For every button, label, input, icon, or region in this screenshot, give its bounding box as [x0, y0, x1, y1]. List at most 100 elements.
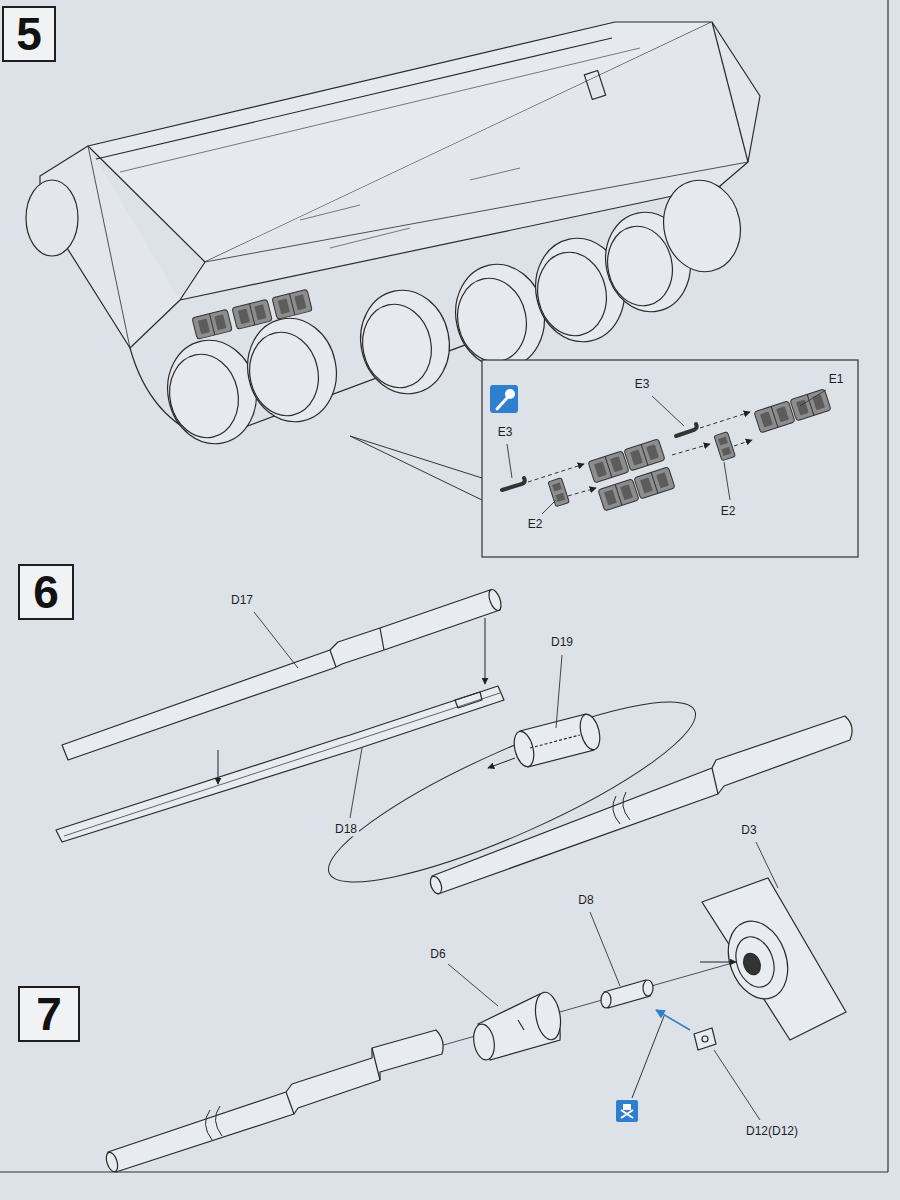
road-wheels: [238, 310, 346, 430]
part-number: E2: [719, 505, 738, 518]
blue-arrow: [656, 1010, 690, 1030]
assembly-arrow: [528, 464, 584, 482]
part-number: D18: [333, 823, 359, 836]
road-wheels: [162, 348, 246, 444]
gun-barrel: [286, 1048, 380, 1114]
gun-trunnion: [643, 980, 653, 996]
cement-icon: [623, 1104, 631, 1110]
track-links: [192, 289, 312, 339]
track-pin: [502, 478, 525, 490]
pin-icon: [497, 398, 507, 409]
track-assembly: [598, 479, 639, 511]
detail-callout: [350, 436, 482, 500]
part-number: D8: [576, 894, 595, 907]
blue-arrow: [656, 1010, 690, 1030]
small-bracket: [694, 1028, 716, 1050]
gun-barrel: [56, 686, 504, 842]
leader-line: [632, 1016, 664, 1098]
track-links: [192, 309, 232, 339]
part-number: E3: [496, 426, 515, 439]
tank-hull: [584, 70, 605, 99]
gun-mount-plate: [702, 878, 846, 1040]
leader-line: [556, 655, 562, 728]
gun-barrel: [428, 875, 444, 895]
small-bracket: [694, 1028, 716, 1050]
page-frame: [0, 1171, 888, 1172]
cement-icon: [616, 1100, 638, 1122]
road-wheels: [355, 298, 439, 394]
assembly-arrow: [528, 412, 752, 496]
page-frame: [887, 0, 888, 1172]
leader-line: [542, 500, 556, 514]
part-number: D17: [229, 594, 255, 607]
track-assembly: [714, 432, 735, 461]
road-wheels: [351, 282, 459, 402]
part-number: E2: [526, 518, 545, 531]
page-frame: [0, 0, 888, 1172]
pin-icon: [490, 385, 518, 413]
gun-barrel: [487, 588, 504, 612]
step-number-box: 7: [18, 986, 80, 1042]
assembly-arrow: [485, 618, 486, 684]
track-assembly: [790, 389, 831, 421]
step-number-box: 6: [18, 564, 74, 620]
assembly-arrow: [734, 440, 752, 446]
track-assembly: [548, 389, 831, 511]
leader-line: [724, 462, 730, 500]
barrel-sleeve: [511, 729, 537, 768]
gun-barrel: [62, 590, 500, 760]
step-number-box: 5: [2, 6, 56, 62]
cement-icon: [616, 1100, 638, 1122]
leader-line: [632, 1016, 664, 1098]
leader-line: [652, 396, 684, 426]
track-links: [232, 299, 272, 329]
gun-barrel: [64, 693, 500, 836]
leader-line: [507, 444, 512, 478]
assembly-arrow: [700, 412, 750, 428]
gun-mount-plate: [729, 931, 781, 992]
barrel-sleeve: [577, 712, 603, 751]
gun-mantlet: [532, 990, 564, 1041]
gun-barrel: [56, 588, 504, 842]
track-assembly: [754, 401, 795, 433]
assembly-arrow: [488, 758, 515, 768]
track-pin: [502, 424, 697, 490]
track-pin: [676, 424, 697, 436]
assembly-arrow: [488, 758, 515, 768]
part-number: E1: [827, 373, 846, 386]
road-wheels: [450, 272, 534, 368]
road-wheels: [242, 326, 326, 422]
track-assembly: [634, 467, 675, 499]
detail-callout: [350, 436, 482, 478]
leader-line: [714, 1050, 760, 1120]
part-number: D19: [549, 636, 575, 649]
track-assembly: [548, 478, 569, 507]
leader-line: [590, 912, 620, 986]
leader-line: [350, 748, 362, 818]
detail-callout: [350, 360, 858, 557]
road-wheels: [655, 173, 748, 279]
gun-barrel: [104, 1151, 120, 1173]
gun-mount-plate: [741, 951, 764, 977]
gun-barrel: [330, 628, 384, 667]
step-number: 5: [16, 11, 42, 57]
gun-barrel: [428, 716, 852, 895]
road-wheels: [530, 246, 614, 342]
assembly-arrow: [700, 962, 736, 963]
gun-barrel: [104, 1030, 443, 1173]
track-links: [272, 289, 312, 319]
leader-line: [756, 842, 778, 888]
part-number: D12(D12): [744, 1125, 800, 1138]
assembly-arrow: [700, 962, 736, 963]
assembly-arrow: [218, 618, 485, 784]
part-number: D6: [428, 948, 447, 961]
gun-mantlet: [471, 990, 564, 1061]
tank-hull: [26, 180, 78, 256]
gun-mantlet: [518, 1020, 524, 1030]
gun-mount-plate: [718, 913, 798, 1007]
leader-line: [800, 390, 826, 406]
leader-line: [254, 390, 826, 1120]
